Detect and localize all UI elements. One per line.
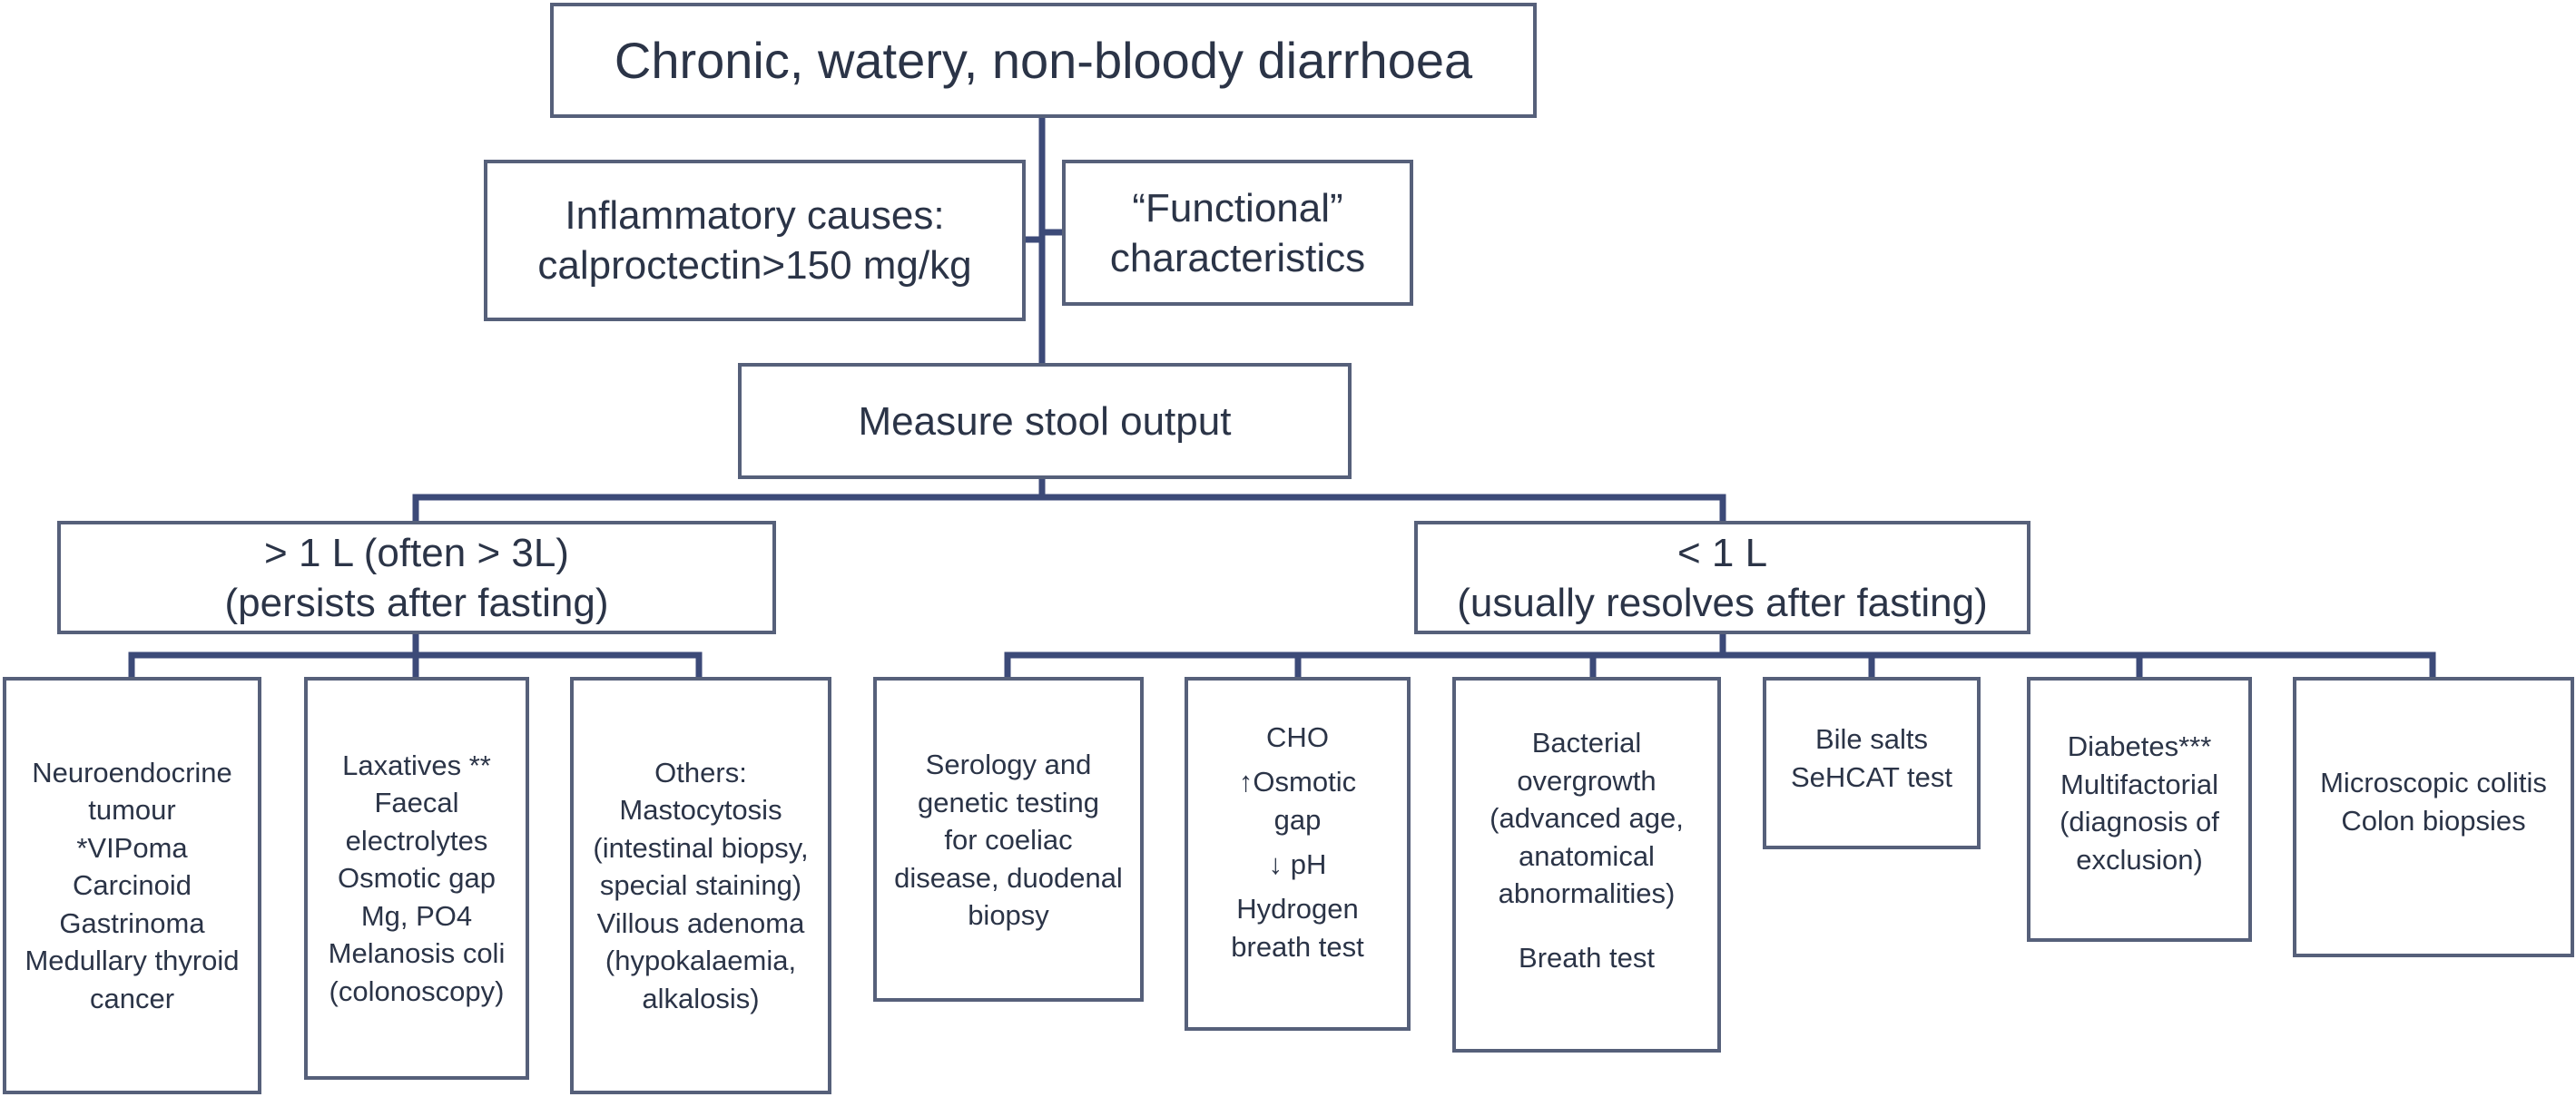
leaf-line: breath test	[1231, 930, 1364, 963]
leaf-line: *VIPoma	[76, 831, 188, 864]
high-output-box: > 1 L (often > 3L) (persists after fasti…	[57, 521, 776, 634]
leaf-line: disease, duodenal	[894, 861, 1123, 894]
leaf-line: Osmotic gap	[337, 862, 496, 895]
laxatives-box: Laxatives ** Faecal electrolytes Osmotic…	[304, 677, 529, 1080]
cho-box: CHO ↑Osmotic gap ↓ pH Hydrogen breath te…	[1185, 677, 1411, 1031]
leaf-line: alkalosis)	[642, 982, 760, 1014]
leaf-line: Bacterial	[1531, 727, 1642, 759]
leaf-line: Mastocytosis	[619, 794, 782, 827]
diabetes-box: Diabetes*** Multifactorial (diagnosis of…	[2027, 677, 2252, 942]
measure-stool-output-box: Measure stool output	[738, 363, 1352, 479]
inflammatory-causes-box: Inflammatory causes: calproctectin>150 m…	[484, 160, 1026, 321]
leaf-line: CHO	[1266, 721, 1329, 753]
leaf-line: biopsy	[968, 899, 1049, 932]
high-output-line-1: > 1 L (often > 3L)	[264, 530, 569, 575]
leaf-line: Multifactorial	[2060, 768, 2218, 800]
root-box: Chronic, watery, non-bloody diarrhoea	[550, 3, 1537, 118]
leaf-line: Laxatives **	[342, 749, 491, 781]
leaf-line: cancer	[89, 982, 175, 1014]
leaf-line: Bile salts	[1814, 723, 1929, 755]
leaf-line: SeHCAT test	[1790, 760, 1953, 793]
leaf-line: Faecal	[374, 787, 459, 819]
serology-box: Serology and genetic testing for coeliac…	[873, 677, 1144, 1002]
others-box: Others: Mastocytosis (intestinal biopsy,…	[570, 677, 831, 1094]
leaf-line: Melanosis coli	[328, 937, 506, 970]
leaf-line: overgrowth	[1517, 764, 1657, 797]
leaf-line: gap	[1273, 803, 1322, 836]
leaf-line: exclusion)	[2076, 843, 2203, 876]
inflammatory-line-1: Inflammatory causes:	[565, 193, 945, 238]
leaf-line: Carcinoid	[73, 869, 192, 902]
leaf-line: (hypokalaemia,	[605, 945, 797, 977]
leaf-line: ↑Osmotic	[1238, 766, 1357, 798]
high-output-line-2: (persists after fasting)	[224, 580, 609, 625]
functional-characteristics-box: “Functional” characteristics	[1062, 160, 1413, 306]
leaf-line: (intestinal biopsy,	[593, 831, 809, 864]
leaf-line: Others:	[654, 756, 747, 788]
leaf-line: tumour	[88, 794, 176, 827]
leaf-line: for coeliac	[944, 824, 1073, 857]
root-text: Chronic, watery, non-bloody diarrhoea	[614, 32, 1473, 89]
leaf-line: (colonoscopy)	[329, 975, 505, 1007]
low-output-line-2: (usually resolves after fasting)	[1457, 580, 1988, 625]
leaf-line: Gastrinoma	[59, 906, 205, 939]
bile-salts-box: Bile salts SeHCAT test	[1763, 677, 1981, 849]
leaf-line: Hydrogen	[1236, 893, 1359, 926]
leaf-line: Neuroendocrine	[32, 756, 232, 788]
leaf-line: Colon biopsies	[2341, 804, 2526, 837]
leaf-line: (diagnosis of	[2060, 806, 2219, 838]
microscopic-colitis-box: Microscopic colitis Colon biopsies	[2293, 677, 2574, 957]
leaf-line: genetic testing	[918, 786, 1099, 818]
measure-text: Measure stool output	[858, 398, 1232, 444]
neuroendocrine-tumour-box: Neuroendocrine tumour *VIPoma Carcinoid …	[3, 677, 261, 1094]
low-output-line-1: < 1 L	[1676, 530, 1768, 575]
functional-line-1: “Functional”	[1132, 185, 1343, 230]
leaf-line: Breath test	[1519, 942, 1655, 975]
leaf-line: (advanced age,	[1490, 802, 1684, 835]
inflammatory-line-2: calproctectin>150 mg/kg	[537, 243, 972, 288]
leaf-line: Serology and	[925, 749, 1092, 780]
leaf-line: Diabetes***	[2067, 730, 2212, 762]
low-output-box: < 1 L (usually resolves after fasting)	[1414, 521, 2030, 634]
leaf-line: ↓ pH	[1268, 848, 1327, 881]
leaf-line: Medullary thyroid	[25, 945, 240, 977]
functional-line-2: characteristics	[1109, 235, 1366, 280]
leaf-line: abnormalities)	[1498, 877, 1676, 910]
leaf-line: special staining)	[599, 869, 802, 902]
leaf-line: anatomical	[1519, 839, 1655, 872]
leaf-line: Microscopic colitis	[2320, 767, 2547, 798]
leaf-line: electrolytes	[345, 824, 488, 857]
leaf-line: Villous adenoma	[596, 906, 805, 939]
leaf-line: Mg, PO4	[360, 899, 473, 932]
bacterial-overgrowth-box: Bacterial overgrowth (advanced age, anat…	[1452, 677, 1721, 1053]
